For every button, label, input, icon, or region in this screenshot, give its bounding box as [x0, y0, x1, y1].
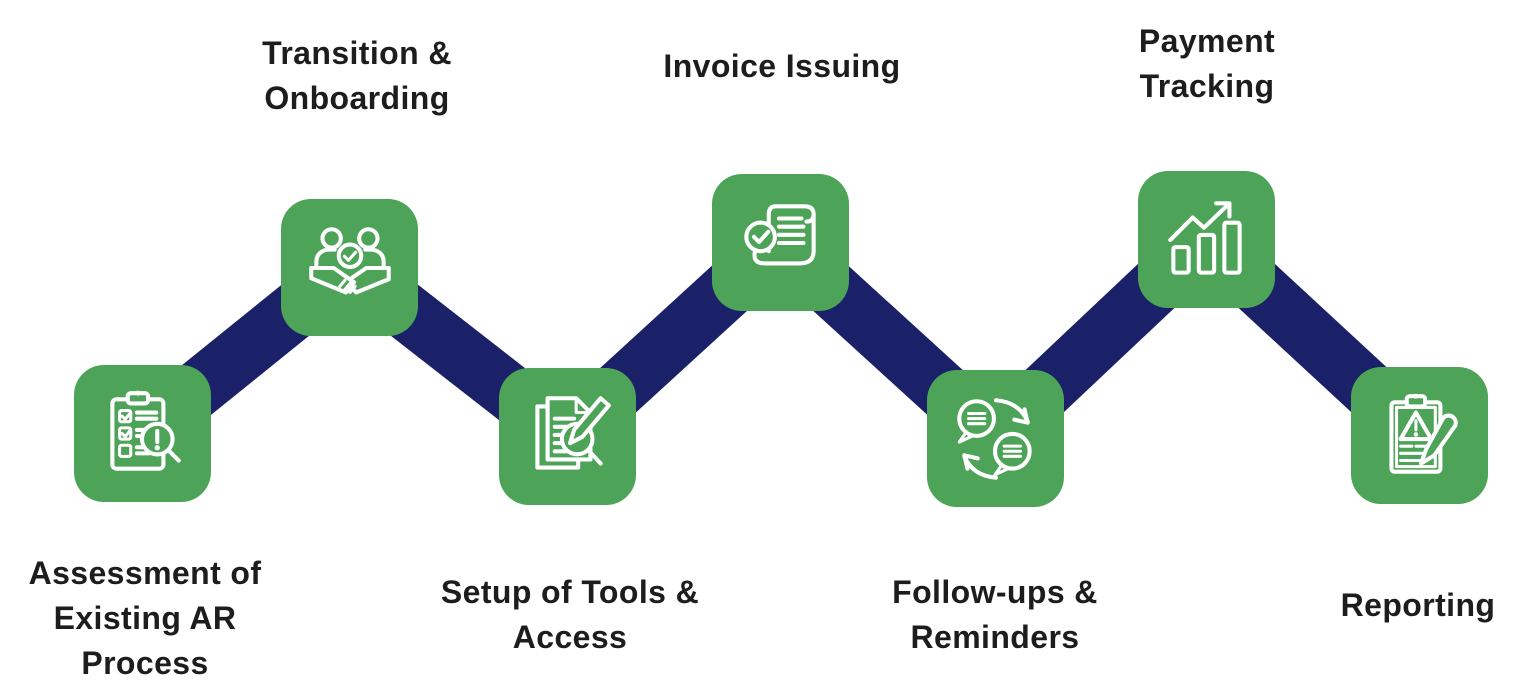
- step-card-payment: [1138, 171, 1275, 308]
- step-card-reporting: [1351, 367, 1488, 504]
- step-label-followups: Follow-ups & Reminders: [892, 574, 1098, 655]
- document-magnifier-pencil-icon: [534, 395, 611, 470]
- checklist-magnifier-alert-icon: [109, 390, 181, 471]
- step-label-invoice: Invoice Issuing: [663, 48, 901, 84]
- step-card-assessment: [74, 365, 211, 502]
- chat-bubbles-sync-icon: [956, 397, 1032, 480]
- step-label-reporting: Reporting: [1340, 587, 1496, 623]
- step-card-invoice: [712, 174, 849, 311]
- step-label-payment: Payment Tracking: [1138, 23, 1276, 104]
- report-alert-pencil-icon: [1388, 393, 1458, 474]
- step-label-transition: Transition & Onboarding: [262, 35, 452, 116]
- invoice-scroll-check-icon: [743, 203, 816, 265]
- growth-bar-chart-icon: [1167, 200, 1242, 275]
- step-label-setup: Setup of Tools & Access: [440, 574, 700, 655]
- team-handshake-check-icon: [308, 226, 391, 295]
- step-card-followups: [927, 370, 1064, 507]
- step-label-assessment: Assessment of Existing AR Process: [28, 555, 262, 681]
- step-card-transition: [281, 199, 418, 336]
- step-card-setup: [499, 368, 636, 505]
